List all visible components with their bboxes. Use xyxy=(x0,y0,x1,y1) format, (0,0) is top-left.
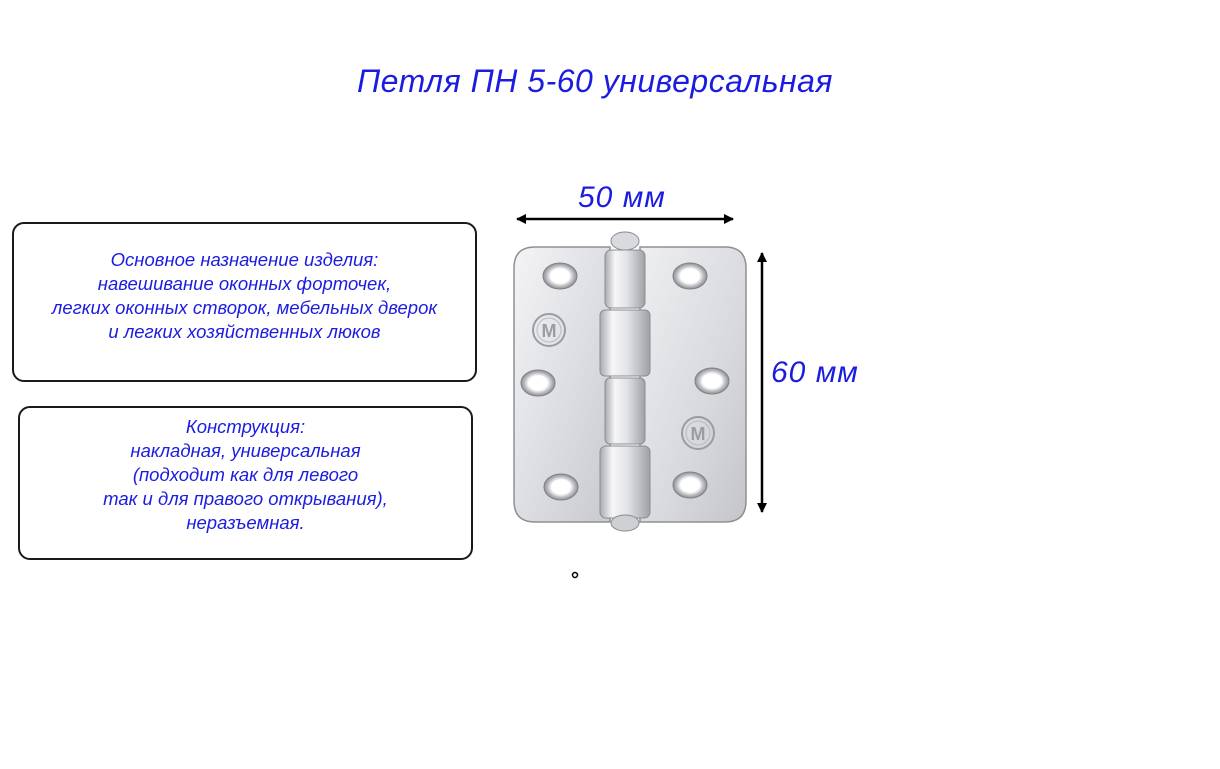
screw-hole xyxy=(672,471,708,499)
screw-hole xyxy=(672,262,708,290)
purpose-line: легких оконных створок, мебельных дверок xyxy=(51,297,438,318)
screw-hole xyxy=(520,369,556,397)
manufacturer-logo-right: М xyxy=(681,416,715,450)
stray-dot xyxy=(571,571,579,579)
height-dimension-label: 60 мм xyxy=(771,356,859,389)
construction-line: накладная, универсальная xyxy=(130,440,361,461)
manufacturer-logo-left: М xyxy=(532,313,566,347)
hinge-barrel xyxy=(599,231,651,532)
logo-letter: М xyxy=(542,321,557,341)
page-title: Петля ПН 5-60 универсальная xyxy=(356,63,834,99)
construction-line-heading: Конструкция: xyxy=(185,416,306,437)
screw-hole xyxy=(543,473,579,501)
screw-holes xyxy=(520,262,730,501)
hinge-left-leaf xyxy=(513,246,611,523)
construction-line: (подходит как для левого xyxy=(132,464,359,485)
hinge-right-leaf xyxy=(639,246,747,523)
purpose-line: и легких хозяйственных люков xyxy=(108,321,381,342)
screw-hole xyxy=(542,262,578,290)
purpose-box: Основное назначение изделия: навешивание… xyxy=(12,222,477,382)
purpose-line: навешивание оконных форточек, xyxy=(97,273,392,294)
screw-hole xyxy=(694,367,730,395)
width-dimension-label: 50 мм xyxy=(578,181,666,214)
logo-letter: М xyxy=(691,424,706,444)
construction-box: Конструкция: накладная, универсальная (п… xyxy=(18,406,473,560)
purpose-line-heading: Основное назначение изделия: xyxy=(110,249,379,270)
construction-line: так и для правого открывания), xyxy=(103,488,388,509)
construction-line: неразъемная. xyxy=(186,512,305,533)
